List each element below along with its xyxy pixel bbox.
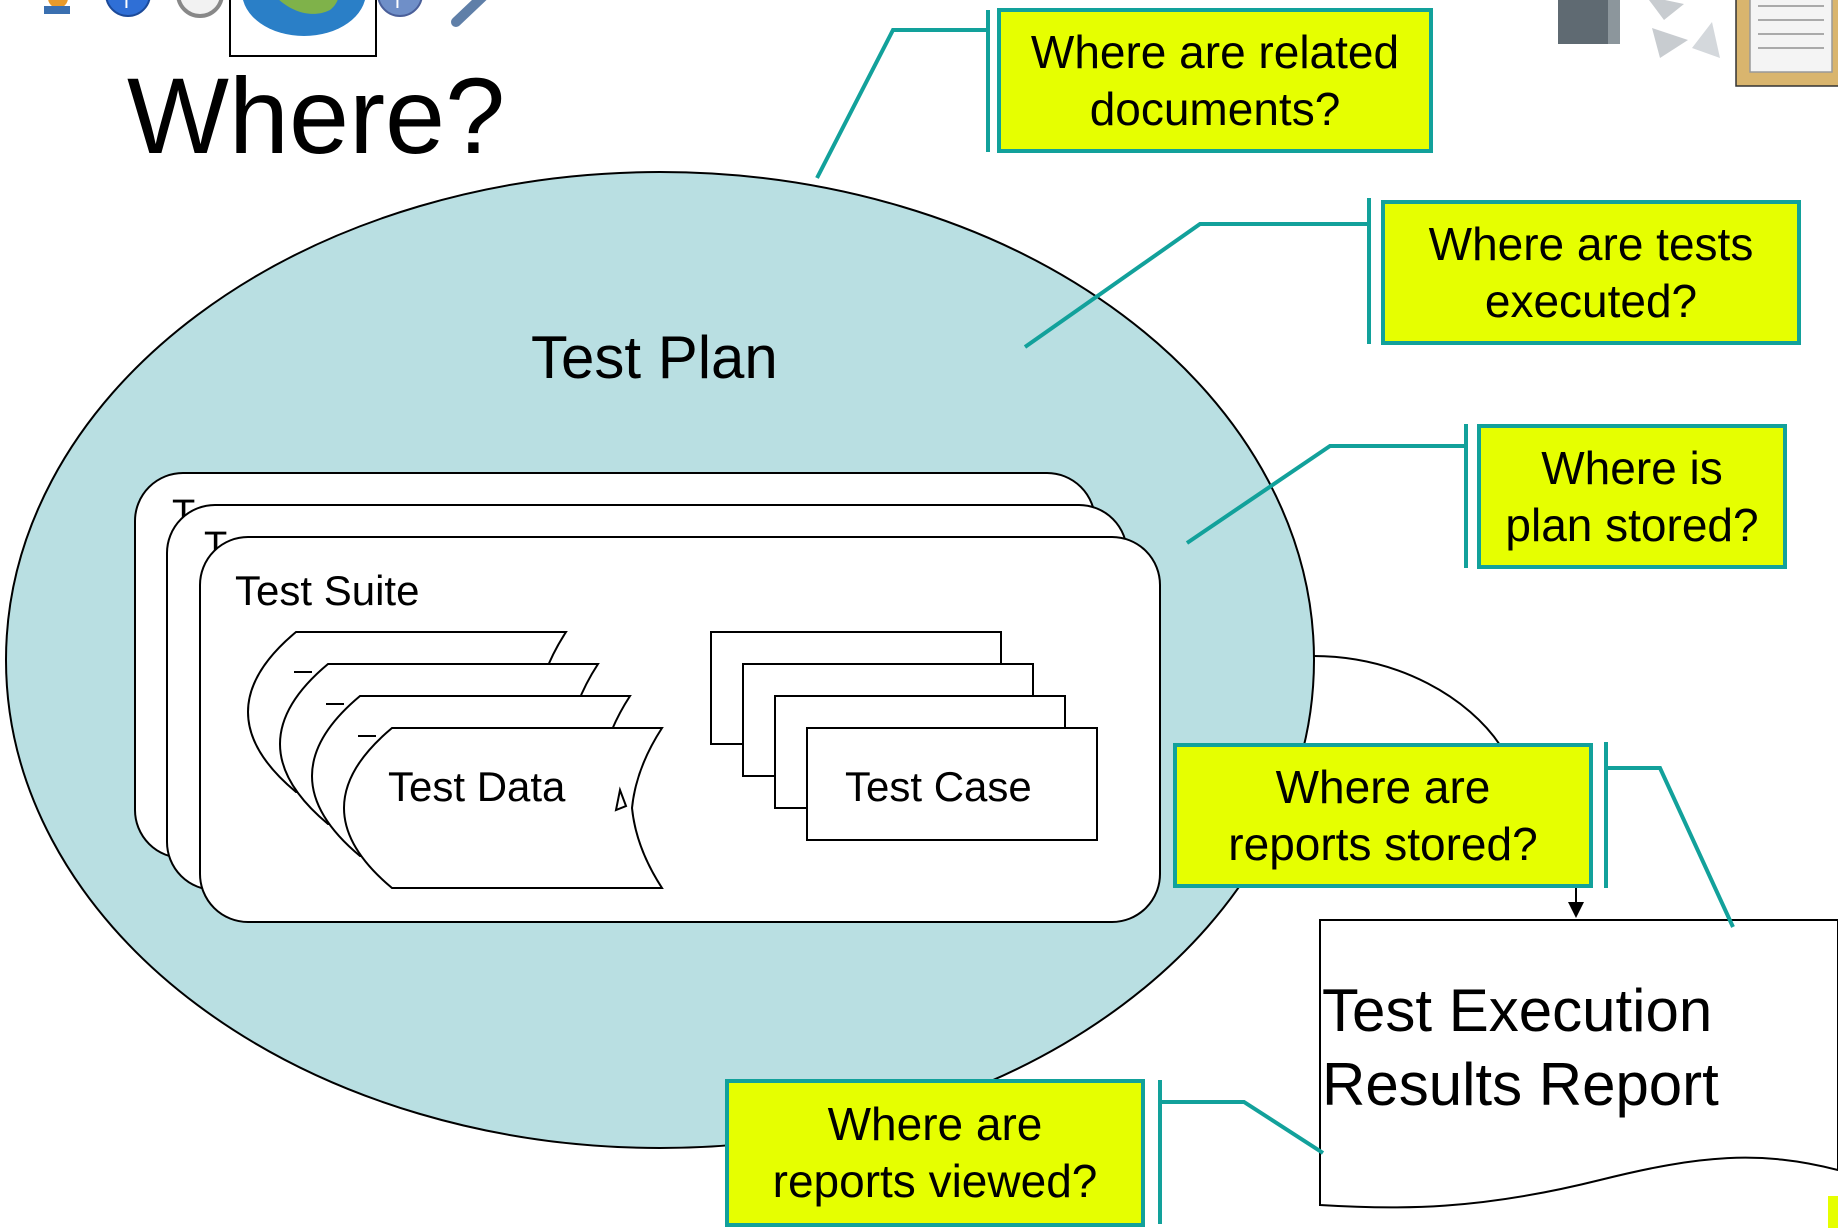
connector-related-docs — [815, 28, 988, 179]
help-icon[interactable]: i — [377, 0, 423, 17]
callout-related-documents-line2: documents? — [1089, 82, 1341, 135]
wrench-icon[interactable] — [451, 0, 510, 27]
svg-text:i: i — [395, 0, 400, 13]
connector-reports-stored — [1606, 766, 1735, 928]
top-right-icons — [1558, 0, 1838, 87]
server-icon — [1558, 0, 1620, 44]
connector-tests-executed — [1023, 222, 1369, 349]
report-flow-arc — [1309, 654, 1501, 746]
test-data-item-4 — [342, 727, 664, 889]
callout-reports-stored-line1: Where are — [1275, 760, 1491, 813]
info-icon[interactable]: i — [105, 0, 151, 17]
callout-plan-stored: Where is plan stored? — [1477, 424, 1787, 569]
callout-reports-viewed-line2: reports viewed? — [772, 1155, 1098, 1207]
toolbar-icons: i i — [44, 0, 510, 57]
svg-text:i: i — [124, 0, 129, 13]
test-data-stack: Test Data — [246, 631, 664, 889]
report-document — [1319, 919, 1838, 1209]
test-case-card-4 — [806, 727, 1098, 841]
callout-tests-executed-line2: executed? — [1484, 274, 1698, 327]
report-title: Test Execution Results Report — [1322, 974, 1838, 1122]
connector-plan-stored — [1185, 444, 1466, 545]
document-stack-icon — [1735, 0, 1838, 87]
report-title-line2: Results Report — [1322, 1051, 1719, 1118]
callout-connectors — [815, 10, 1735, 1224]
test-plan-label: Test Plan — [531, 324, 778, 391]
callout-plan-stored-line2: plan stored? — [1505, 498, 1759, 551]
callout-reports-viewed: Where are reports viewed? — [725, 1079, 1145, 1227]
callout-reports-stored-line2: reports stored? — [1228, 817, 1538, 870]
globe-icon[interactable] — [229, 0, 377, 57]
callout-plan-stored-line1: Where is — [1541, 441, 1723, 494]
report-arrow-head — [1568, 902, 1584, 918]
test-case-label: Test Case — [845, 763, 1032, 810]
callout-related-documents: Where are related documents? — [997, 8, 1433, 153]
test-suite-label: Test Suite — [235, 567, 419, 614]
user-icon[interactable] — [44, 0, 70, 14]
callout-tests-executed: Where are tests executed? — [1381, 200, 1801, 345]
callout-related-documents-line1: Where are related — [1030, 25, 1400, 78]
test-data-label: Test Data — [388, 763, 566, 810]
callout-reports-viewed-line1: Where are — [827, 1098, 1043, 1150]
corner-mark — [1828, 1196, 1838, 1228]
report-title-line1: Test Execution — [1322, 977, 1713, 1044]
callout-tests-executed-line1: Where are tests — [1428, 217, 1754, 270]
callout-reports-stored: Where are reports stored? — [1173, 743, 1593, 888]
recycle-arrows-icon — [1649, 0, 1720, 58]
magnifier-icon[interactable] — [176, 0, 224, 18]
test-case-stack: Test Case — [710, 631, 1098, 841]
slide-title: Where? — [127, 55, 506, 176]
connector-reports-viewed — [1160, 1100, 1325, 1155]
